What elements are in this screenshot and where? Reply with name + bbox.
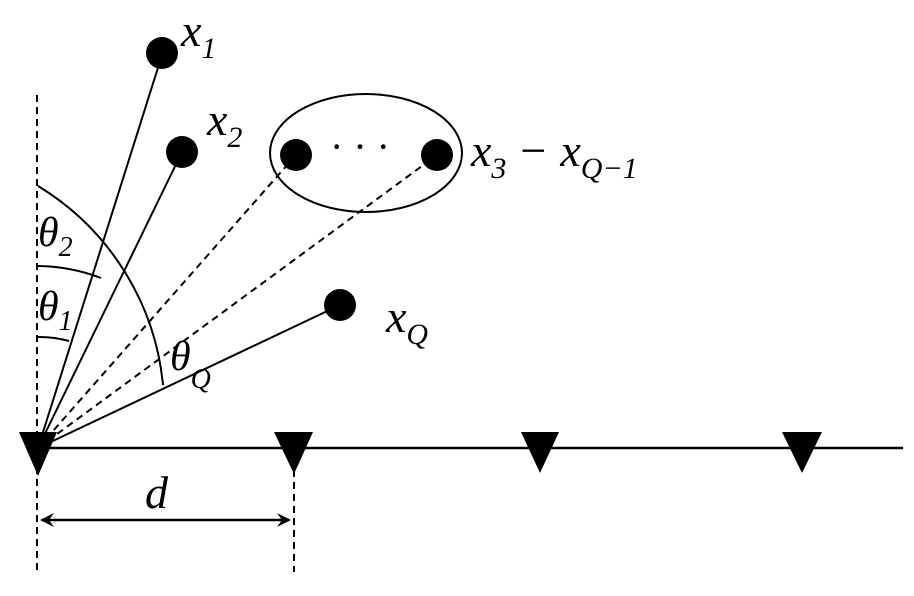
ray-xq-1-dashed [37,154,438,449]
label-xq: xQ [385,291,428,351]
source-dot-x3 [280,139,312,171]
sensor-2 [274,432,313,474]
label-x3-xq-1: x3−xQ−1 [470,125,638,185]
label-theta1: θ1 [38,284,73,337]
arc-theta1 [37,335,70,342]
source-group-ellipse [269,93,463,213]
source-dot-xq-1 [421,139,453,171]
label-x2: x2 [206,94,242,154]
source-dot-xq [324,289,356,321]
arc-theta2 [37,265,102,279]
ray-x3-dashed [37,154,297,449]
label-x1: x1 [180,5,216,65]
label-thetaq: θQ [170,334,211,395]
ray-x2 [37,151,183,449]
spacing-label-d: d [145,467,169,518]
arc-thetaq [37,185,164,386]
ray-xq [37,304,341,449]
group-ellipsis: · · · [330,124,390,169]
source-dot-x2 [166,136,198,168]
ray-x1 [37,54,163,449]
sensor-3 [521,432,559,473]
label-theta2: θ2 [38,210,73,263]
source-dot-x1 [146,37,178,69]
sensor-4 [782,432,822,473]
